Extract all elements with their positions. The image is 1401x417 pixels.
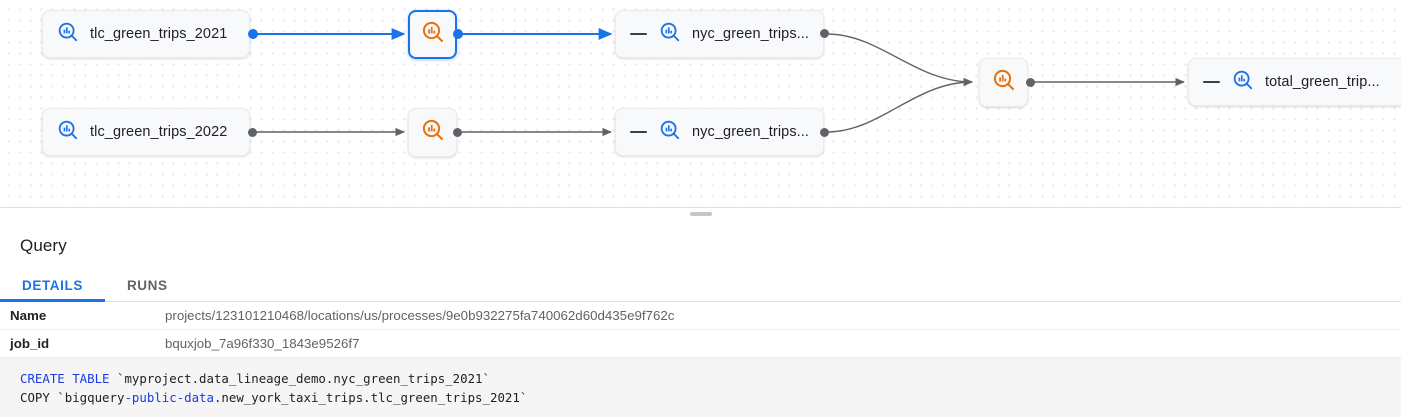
graph-node-process-2[interactable] xyxy=(408,108,457,157)
node-output-port[interactable] xyxy=(820,29,829,38)
sql-code-block: CREATE TABLE `myproject.data_lineage_dem… xyxy=(0,358,1401,417)
collapse-icon[interactable] xyxy=(630,131,647,133)
process-search-icon xyxy=(421,118,445,147)
panel-title: Query xyxy=(20,236,67,255)
table-row: job_id bquxjob_7a96f330_1843e9526f7 xyxy=(0,330,1401,358)
graph-node-nyc-green-trips-1[interactable]: nyc_green_trips... xyxy=(615,10,824,58)
node-output-port[interactable] xyxy=(453,128,462,137)
tab-details[interactable]: DETAILS xyxy=(0,269,105,302)
collapse-icon[interactable] xyxy=(1203,81,1220,83)
collapse-icon[interactable] xyxy=(630,33,647,35)
node-output-port[interactable] xyxy=(248,29,258,39)
row-key: Name xyxy=(10,308,47,323)
graph-node-label: nyc_green_trips... xyxy=(692,124,810,140)
sql-keyword-public-data: -public-data xyxy=(124,390,214,405)
table-search-icon xyxy=(659,21,681,48)
graph-node-process-1[interactable] xyxy=(408,10,457,59)
panel-splitter[interactable] xyxy=(0,207,1401,222)
row-key: job_id xyxy=(10,336,50,351)
sql-line2-pre: COPY `bigquery xyxy=(20,390,125,405)
node-output-port[interactable] xyxy=(248,128,257,137)
graph-node-total-green-trips[interactable]: total_green_trip... xyxy=(1188,58,1401,106)
node-output-port[interactable] xyxy=(453,29,463,39)
process-search-icon xyxy=(421,20,445,49)
graph-node-label: tlc_green_trips_2021 xyxy=(90,26,228,42)
lineage-graph-canvas[interactable]: tlc_green_trips_2021 tlc_green_trips_202… xyxy=(0,0,1401,207)
table-row: Name projects/123101210468/locations/us/… xyxy=(0,302,1401,330)
process-search-icon xyxy=(992,68,1016,97)
resize-handle-icon[interactable] xyxy=(689,212,712,216)
graph-node-tlc-green-trips-2021[interactable]: tlc_green_trips_2021 xyxy=(42,10,250,58)
graph-node-nyc-green-trips-2[interactable]: nyc_green_trips... xyxy=(615,108,824,156)
sql-line2-rest: .new_york_taxi_trips.tlc_green_trips_202… xyxy=(213,390,528,405)
table-search-icon xyxy=(57,21,79,48)
sql-keyword-create-table: CREATE TABLE xyxy=(20,371,110,386)
row-value: bquxjob_7a96f330_1843e9526f7 xyxy=(165,336,360,351)
graph-node-label: total_green_trip... xyxy=(1265,74,1380,90)
node-output-port[interactable] xyxy=(820,128,829,137)
table-search-icon xyxy=(1232,69,1254,96)
graph-node-label: tlc_green_trips_2022 xyxy=(90,124,228,140)
table-search-icon xyxy=(659,119,681,146)
tab-runs[interactable]: RUNS xyxy=(126,277,168,293)
node-output-port[interactable] xyxy=(1026,78,1035,87)
details-table: Name projects/123101210468/locations/us/… xyxy=(0,302,1401,358)
graph-node-tlc-green-trips-2022[interactable]: tlc_green_trips_2022 xyxy=(42,108,250,156)
table-search-icon xyxy=(57,119,79,146)
graph-node-label: nyc_green_trips... xyxy=(692,26,810,42)
graph-node-process-3[interactable] xyxy=(979,58,1028,107)
row-value: projects/123101210468/locations/us/proce… xyxy=(165,308,675,323)
sql-line1-rest: `myproject.data_lineage_demo.nyc_green_t… xyxy=(109,371,490,386)
panel-tabs: DETAILS RUNS xyxy=(0,269,1401,302)
details-panel: Query DETAILS RUNS Name projects/1231012… xyxy=(0,222,1401,417)
